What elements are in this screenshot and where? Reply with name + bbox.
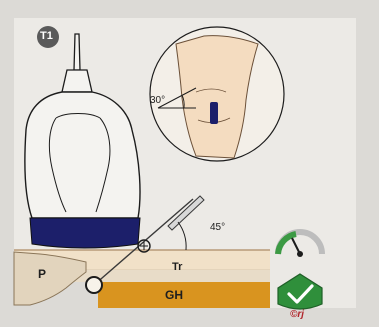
structure-label-p: P — [38, 268, 46, 280]
structure-label-gh: GH — [165, 289, 183, 301]
structure-label-tr: Tr — [172, 262, 182, 273]
target-marker — [86, 277, 102, 293]
knee-inset — [150, 27, 284, 161]
gh-bar — [98, 282, 270, 308]
copyright-text: ©rj — [290, 310, 304, 320]
knee-angle-label: 30° — [150, 96, 165, 106]
needle-angle-label: 45° — [210, 223, 225, 233]
badge-label: T1 — [40, 31, 53, 42]
